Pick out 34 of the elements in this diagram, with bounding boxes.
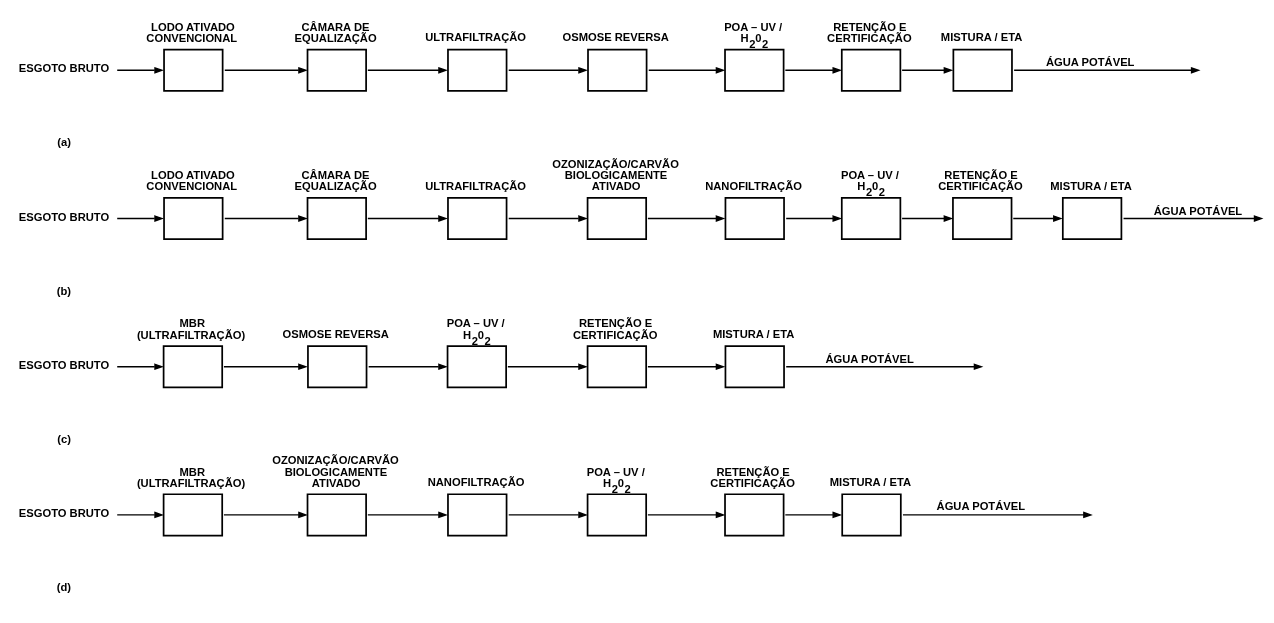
node-label: RETENÇÃO E CERTIFICAÇÃO [710,465,795,489]
node-label: NANOFILTRAÇÃO [705,179,802,192]
node-label: RETENÇÃO E CERTIFICAÇÃO [938,168,1023,192]
edge-label: ÁGUA POTÁVEL [936,499,1026,512]
node-label: MISTURA / ETA [712,327,795,340]
node-label: OSMOSE REVERSA [562,30,669,43]
node-label: NANOFILTRAÇÃO [427,475,525,488]
node-label: MISTURA / ETA [940,30,1023,43]
node-label: RETENÇÃO E CERTIFICAÇÃO [572,316,658,341]
edge-label: ÁGUA POTÁVEL [1153,204,1243,217]
label: (b) [56,284,72,297]
label: (d) [56,580,72,593]
label: (a) [57,135,71,148]
edge-label: ÁGUA POTÁVEL [1046,55,1135,68]
node-label: MISTURA / ETA [1050,179,1132,192]
node-label: OZONIZAÇÃO/CARVÃO BIOLOGICAMENTE ATIVADO [552,157,679,192]
node-label: OZONIZAÇÃO/CARVÃO BIOLOGICAMENTE ATIVADO [272,453,399,489]
node-label: LODO ATIVADO CONVENCIONAL [146,168,238,192]
node-label: CÂMARA DE EQUALIZAÇÃO [294,20,377,44]
node-label: ULTRAFILTRAÇÃO [425,179,527,192]
node-label: MISTURA / ETA [829,475,912,488]
node-label: LODO ATIVADO CONVENCIONAL [146,20,238,44]
node-label: MBR (ULTRAFILTRAÇÃO) [136,316,246,341]
edge-label: ÁGUA POTÁVEL [825,352,914,365]
node-label: OSMOSE REVERSA [282,327,389,340]
node-text: ESGOTO BRUTO [18,61,110,74]
node-text: ESGOTO BRUTO [18,506,110,519]
node-label: CÂMARA DE EQUALIZAÇÃO [294,168,377,192]
node-label: MBR (ULTRAFILTRAÇÃO) [136,465,246,489]
node-text: ESGOTO BRUTO [18,210,110,223]
node-label: ULTRAFILTRAÇÃO [425,30,527,43]
label: (c) [57,432,71,445]
node-label: RETENÇÃO E CERTIFICAÇÃO [827,20,912,44]
node-text: ESGOTO BRUTO [18,358,110,371]
